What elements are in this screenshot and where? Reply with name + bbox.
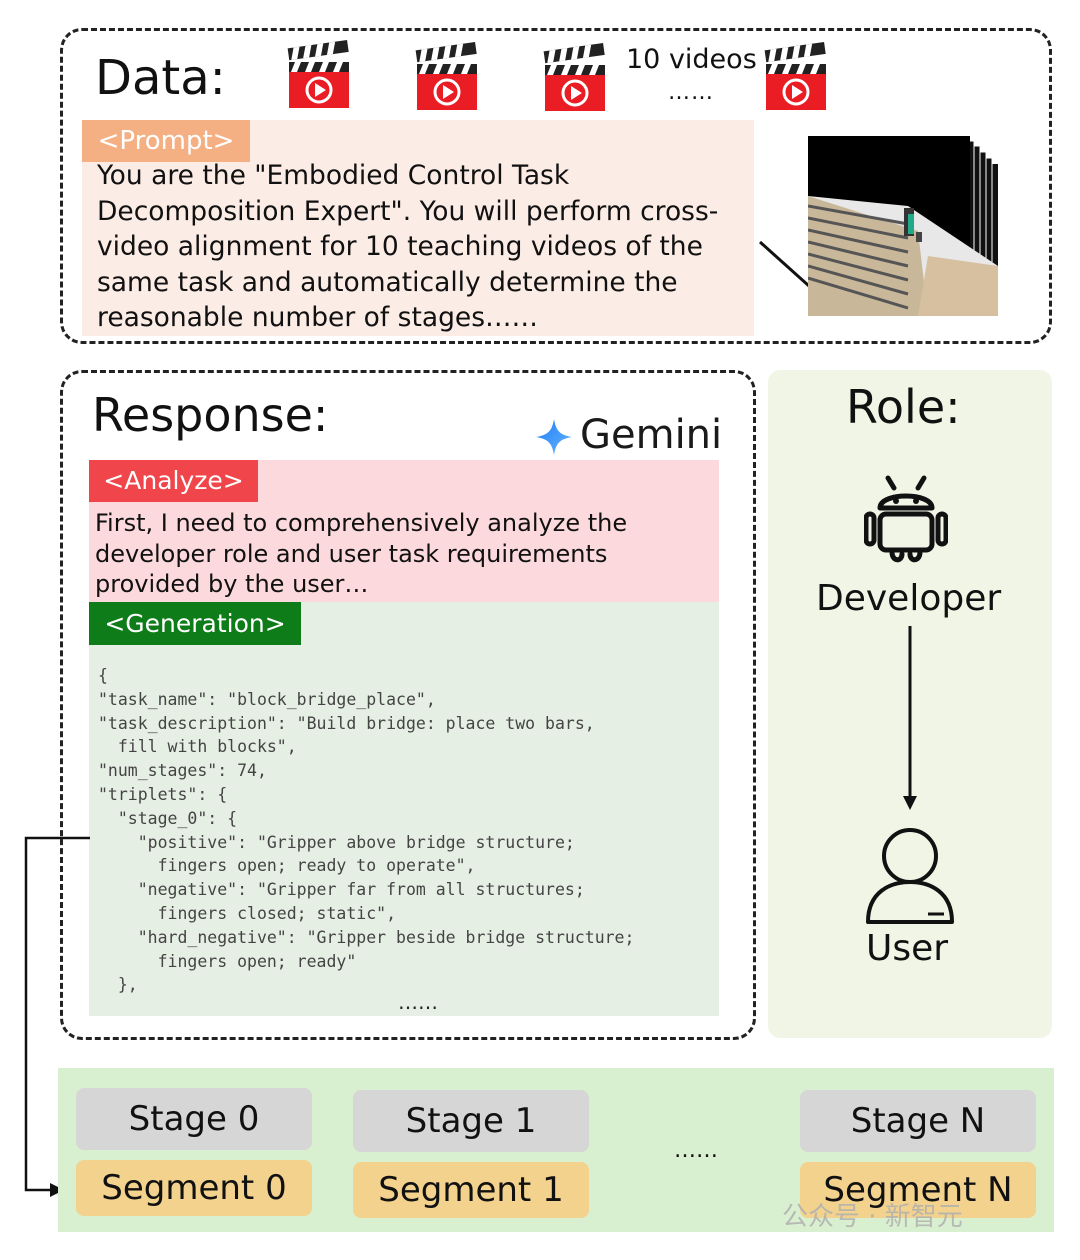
video-clapper-icon — [287, 40, 349, 108]
code-line: "stage_0": { — [117, 808, 238, 828]
gemini-star-icon — [536, 419, 572, 455]
stage-0-box: Stage 0 — [76, 1088, 312, 1150]
code-line: "positive": "Gripper above bridge struct… — [137, 832, 575, 852]
video-clapper-icon — [543, 43, 605, 111]
user-person-icon — [866, 828, 954, 924]
code-line: "num_stages": 74, — [98, 761, 267, 781]
video-clapper-icon — [764, 42, 826, 110]
segment-0-box: Segment 0 — [76, 1160, 312, 1216]
data-title: Data: — [95, 50, 226, 106]
videos-ellipsis: …… — [668, 80, 714, 105]
response-title: Response: — [92, 388, 329, 442]
watermark: 公众号 · 新智元 — [782, 1202, 963, 1232]
developer-to-user-arrow — [903, 626, 917, 810]
code-line: "task_description": "Build bridge: place… — [98, 713, 595, 733]
code-line: "hard_negative": "Gripper beside bridge … — [137, 927, 635, 947]
code-line: fingers open; ready to operate", — [157, 856, 476, 876]
stages-ellipsis: …… — [674, 1138, 718, 1163]
video-clapper-icon — [415, 42, 477, 110]
android-robot-icon — [864, 475, 948, 563]
stage-to-segment-connector-arrow — [24, 836, 90, 1197]
code-ellipsis: …… — [398, 990, 438, 1014]
video-frame-stack-image — [808, 136, 998, 316]
prompt-text: You are the "Embodied Control Task Decom… — [97, 160, 719, 333]
gemini-logo-text: Gemini — [580, 412, 723, 458]
prompt-tag: <Prompt> — [82, 120, 250, 162]
code-line: "triplets": { — [98, 784, 228, 804]
stage-1-box: Stage 1 — [353, 1090, 589, 1152]
code-line: fill with blocks", — [117, 737, 297, 757]
generation-code-block: { "task_name": "block_bridge_place", "ta… — [98, 664, 714, 997]
segment-1-box: Segment 1 — [353, 1162, 589, 1218]
videos-count-label: 10 videos — [626, 44, 757, 75]
analyze-tag: <Analyze> — [89, 460, 258, 502]
segment-n-box: Segment N — [800, 1162, 1036, 1218]
code-line: "negative": "Gripper far from all struct… — [137, 880, 585, 900]
developer-label: Developer — [816, 578, 1002, 619]
code-line: fingers closed; static", — [157, 903, 397, 923]
generation-tag: <Generation> — [89, 602, 301, 645]
generation-area — [89, 602, 719, 1016]
code-line: }, — [98, 975, 138, 995]
stage-n-box: Stage N — [800, 1090, 1036, 1152]
code-line: "task_name": "block_bridge_place", — [98, 689, 436, 709]
code-line: { — [98, 666, 108, 685]
code-line: fingers open; ready" — [157, 951, 357, 971]
analyze-text: First, I need to comprehensively analyze… — [95, 509, 628, 598]
data-section-box — [60, 28, 1052, 344]
response-section-box — [60, 370, 756, 1040]
user-label: User — [866, 928, 949, 969]
role-title: Role: — [846, 380, 961, 434]
